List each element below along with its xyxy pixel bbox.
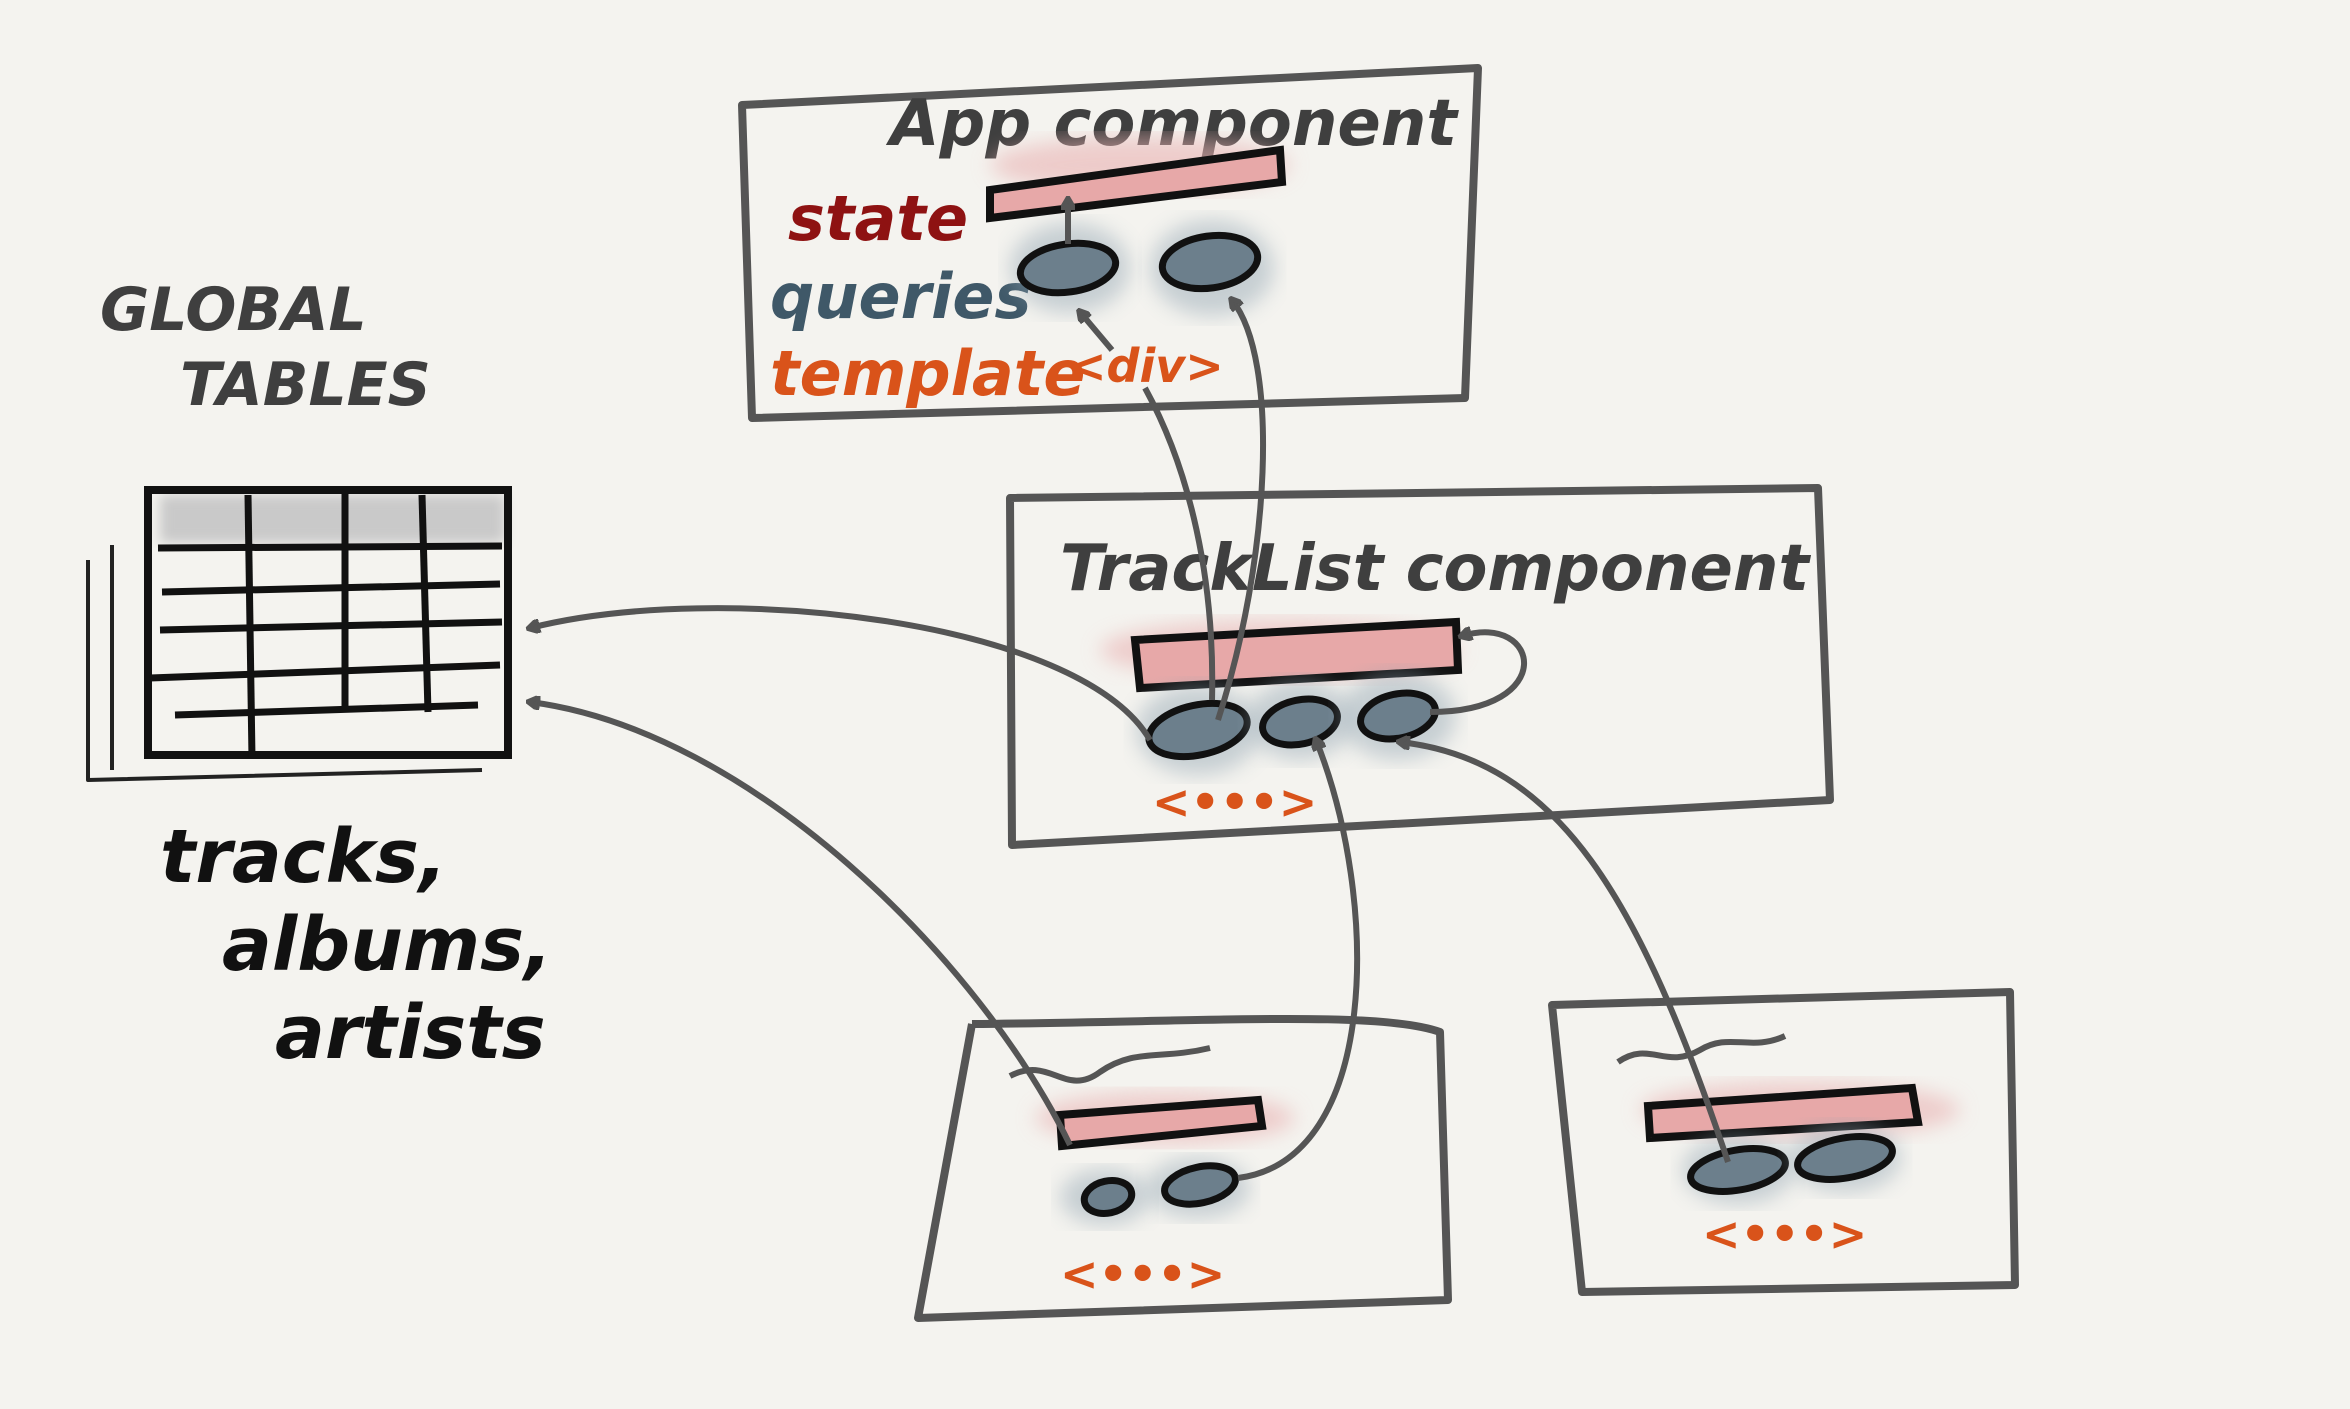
tracklist-query-2 <box>1259 695 1341 749</box>
arrow-child-right-to-tracklist <box>1400 742 1731 1163</box>
arrow-tracklist-to-tables <box>530 605 1153 742</box>
state-label: state <box>788 182 968 255</box>
arrow-child-left-to-tables <box>530 702 1073 1147</box>
global-tables-line1: GLOBAL <box>100 275 367 345</box>
queries-label: queries <box>770 260 1031 333</box>
app-component-box: App component state queries template <di… <box>738 64 1482 422</box>
table-icon <box>144 486 512 759</box>
child-right-template-tag: <•••> <box>1702 1207 1867 1261</box>
arrow-child-left-to-tracklist <box>1237 740 1361 1181</box>
tracklist-component-box: TrackList component <•••> <box>1006 484 1834 849</box>
child-component-left-box: <•••> <box>914 1014 1452 1322</box>
tracklist-template-tag: <•••> <box>1152 775 1317 829</box>
child-right-title-squiggle <box>1616 1033 1787 1065</box>
app-query-1 <box>1016 239 1120 297</box>
arrow-app-template-to-tracklist <box>1142 386 1216 701</box>
arrow-tracklist-to-app-query <box>1215 300 1267 721</box>
child-left-title-squiggle <box>1008 1045 1211 1084</box>
connector-arrows <box>530 300 1731 1181</box>
global-tables-caption-1: tracks, <box>160 814 447 900</box>
app-template-tag: <div> <box>1068 339 1224 393</box>
child-right-query-1 <box>1687 1145 1789 1195</box>
global-tables: GLOBAL TABLES tracks, albums, artists <box>86 275 552 1076</box>
template-label: template <box>770 337 1085 410</box>
child-left-state-bar <box>1055 1095 1267 1151</box>
child-component-right-box: <•••> <box>1548 988 2019 1296</box>
child-left-query-2 <box>1161 1162 1239 1208</box>
tracklist-state-bar <box>1130 617 1463 693</box>
global-tables-caption-2: albums, <box>222 902 552 988</box>
child-left-template-tag: <•••> <box>1060 1247 1225 1301</box>
child-left-query-1 <box>1080 1177 1136 1217</box>
app-query-2 <box>1158 231 1262 293</box>
tracklist-component-title: TrackList component <box>1060 532 1811 606</box>
global-tables-caption-3: artists <box>275 990 546 1076</box>
global-tables-line2: TABLES <box>180 350 431 420</box>
child-right-query-2 <box>1794 1133 1896 1183</box>
